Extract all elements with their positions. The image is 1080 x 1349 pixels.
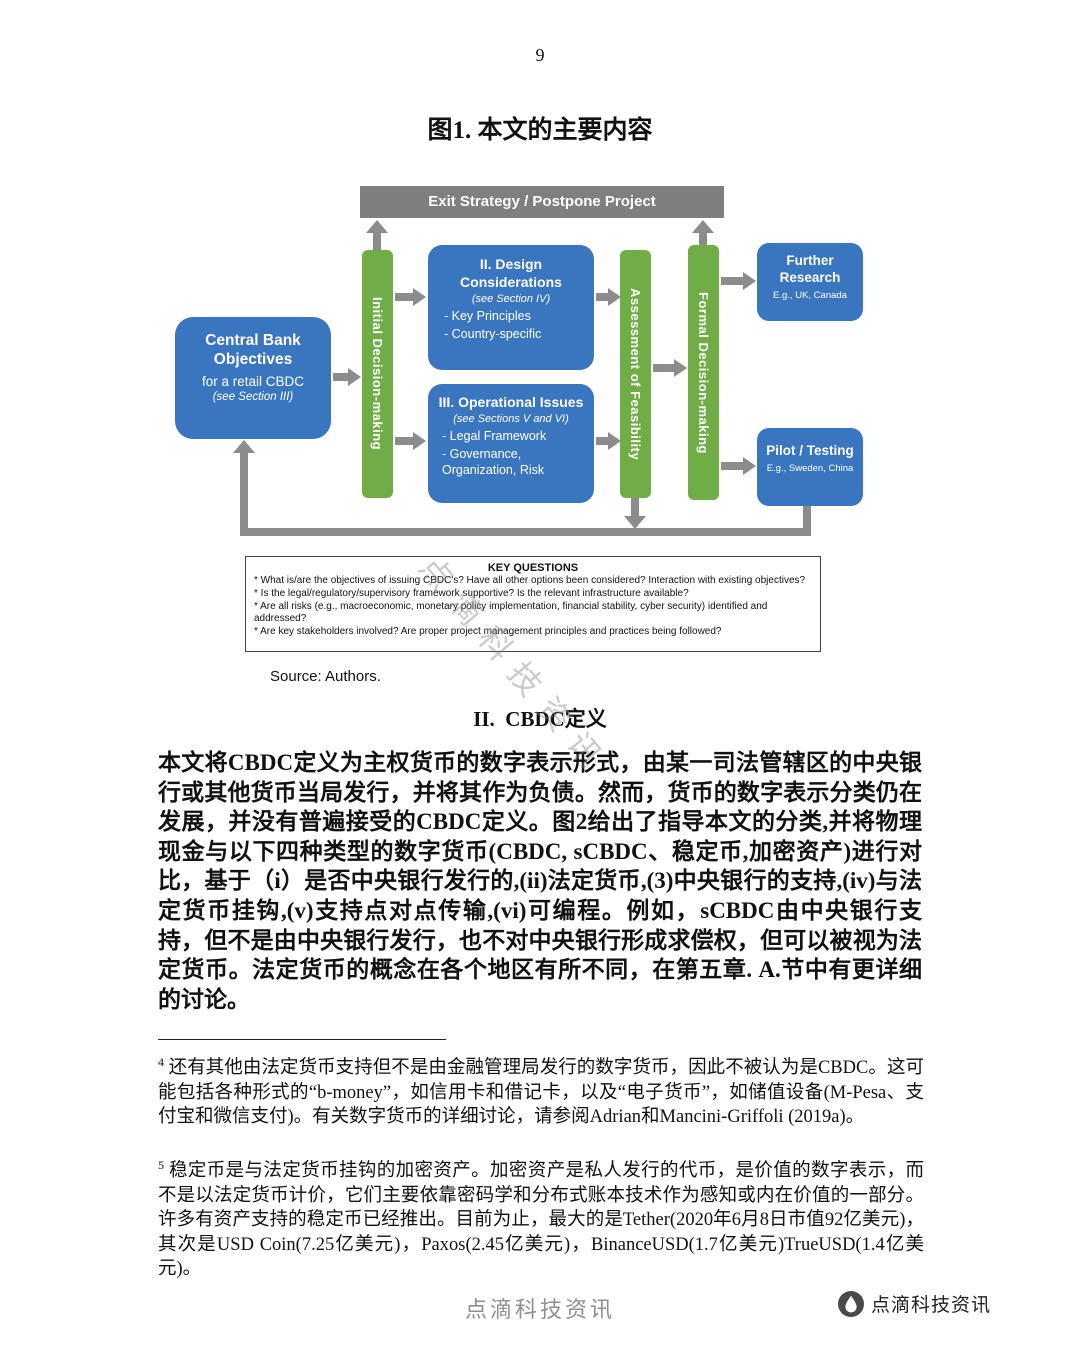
water-drop-logo-icon [838, 1290, 864, 1317]
further-research-box: Further Research E.g., UK, Canada [757, 243, 863, 321]
footnote-5-text: 稳定币是与法定货币挂钩的加密资产。加密资产是私人发行的代币，是价值的数字表示，而… [158, 1161, 924, 1280]
footnote-4: 4 还有其他由法定货币支持但不是由金融管理局发行的数字货币，因此不被认为是CBD… [158, 1050, 924, 1130]
operational-box-title: III. Operational Issues [438, 394, 584, 410]
design-box-title: II. Design Considerations [460, 256, 562, 290]
key-question-item: * Are all risks (e.g., macroeconomic, mo… [254, 600, 768, 625]
figure-source: Source: Authors. [270, 668, 381, 685]
central-box-line2: Objectives [213, 351, 293, 368]
design-box-item: - Country-specific [444, 327, 542, 341]
formal-decision-bar: Formal Decision-making [688, 245, 719, 500]
footnote-4-marker: 4 [158, 1055, 164, 1069]
pilot-box-title: Pilot / Testing [766, 443, 854, 458]
key-question-item: * Are key stakeholders involved? Are pro… [254, 626, 722, 638]
central-box-line1: Central Bank [205, 332, 301, 349]
further-box-subtitle: E.g., UK, Canada [773, 290, 847, 301]
operational-box-subtitle: (see Sections V and VI) [453, 413, 569, 425]
operational-box-item: - Governance, Organization, Risk [442, 447, 545, 477]
exit-strategy-bar: Exit Strategy / Postpone Project [360, 186, 724, 218]
key-questions-title: KEY QUESTIONS [487, 562, 579, 574]
central-box-line4: (see Section III) [212, 391, 294, 403]
footnote-separator [158, 1039, 446, 1040]
key-questions-box: KEY QUESTIONS * What is/are the objectiv… [245, 556, 821, 652]
assessment-feasibility-bar: Assessment of Feasibility [620, 250, 651, 498]
key-question-item: * What is/are the objectives of issuing … [254, 575, 806, 586]
operational-box-item: - Legal Framework [442, 429, 547, 443]
figure-title: 图1. 本文的主要内容 [427, 117, 653, 144]
central-box-line3: for a retail CBDC [201, 374, 305, 389]
page-number: 9 [535, 45, 545, 65]
design-considerations-box: II. Design Considerations (see Section I… [428, 245, 594, 370]
pilot-box-subtitle: E.g., Sweden, China [766, 463, 854, 474]
section-heading: II. CBDC定义 [473, 707, 607, 731]
footer-watermark-center: 点滴科技资讯 [464, 1297, 615, 1322]
design-box-subtitle: (see Section IV) [471, 293, 551, 305]
operational-issues-box: III. Operational Issues (see Sections V … [428, 384, 594, 503]
key-question-item: * Is the legal/regulatory/supervisory fr… [254, 587, 689, 599]
pilot-testing-box: Pilot / Testing E.g., Sweden, China [757, 428, 863, 506]
footer-brand: 点滴科技资讯 [838, 1290, 1068, 1317]
footnote-5-marker: 5 [158, 1158, 164, 1172]
footnote-5: 5 稳定币是与法定货币挂钩的加密资产。加密资产是私人发行的代币，是价值的数字表示… [158, 1153, 924, 1282]
further-box-title: Further Research [779, 253, 841, 285]
initial-decision-bar: Initial Decision-making [362, 250, 393, 498]
section-body-paragraph: 本文将CBDC定义为主权货币的数字表示形式，由某一司法管辖区的中央银行或其他货币… [158, 750, 922, 1012]
design-box-item: - Key Principles [444, 309, 531, 323]
footer-brand-label: 点滴科技资讯 [871, 1295, 992, 1316]
footnote-4-text: 还有其他由法定货币支持但不是由金融管理局发行的数字货币，因此不被认为是CBDC。… [158, 1058, 924, 1128]
central-bank-objectives-box: Central Bank Objectives for a retail CBD… [175, 317, 331, 439]
